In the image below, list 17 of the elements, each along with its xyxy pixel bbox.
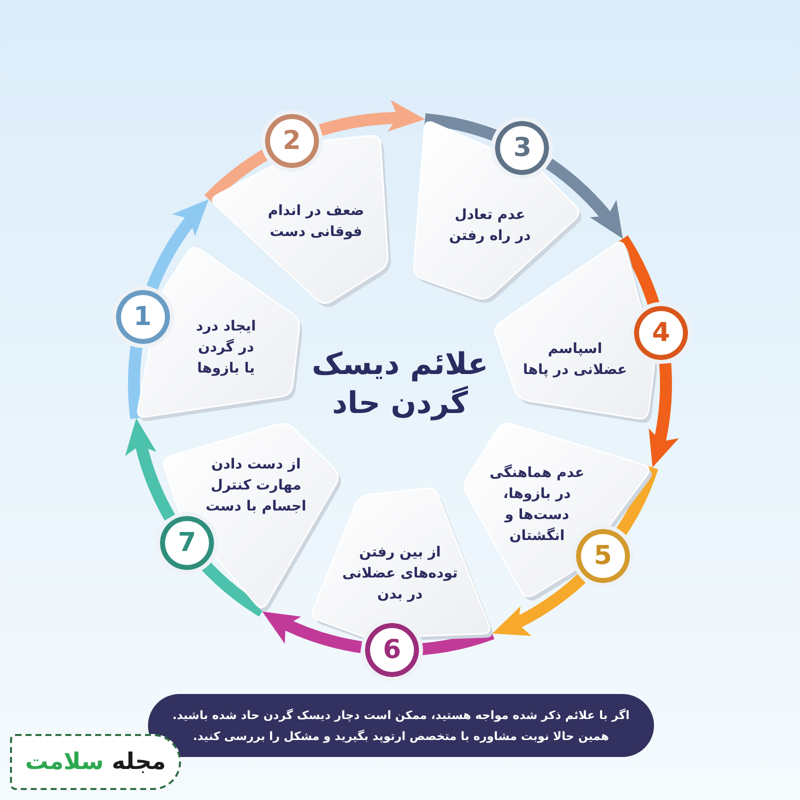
number-circle: 4 [630,302,692,364]
note-banner: اگر با علائم ذکر شده مواجه هستید، ممکن است دچار دیسک گردن حاد شده باشید. همین حالا نوبت مشاوره با متخصص ارتوپد بگیرید و مشکل را بررسی کنید. [148,694,654,757]
step-text: ضعف در اندام فوقانی دست [266,202,366,242]
arrow [646,363,678,470]
arrow [319,102,426,136]
step-text: از بین رفتن توده‌های عضلانی در بدن [341,544,459,604]
arrow [127,417,176,520]
step-text: اسپاسم عضلانی در پاها [522,340,628,380]
step-text: عدم تعادل در راه رفتن [448,206,532,246]
step-card [309,486,497,682]
label-box: مجله سلامت [10,734,181,790]
title: علائم دیسک گردن حاد [310,346,490,423]
number-circle: 7 [156,512,218,574]
step-text: ایجاد درد در گردن یا بازوها [195,318,257,378]
number-circle: 1 [112,286,174,348]
number-circle: 2 [260,110,323,172]
number-circle: 3 [491,116,554,179]
